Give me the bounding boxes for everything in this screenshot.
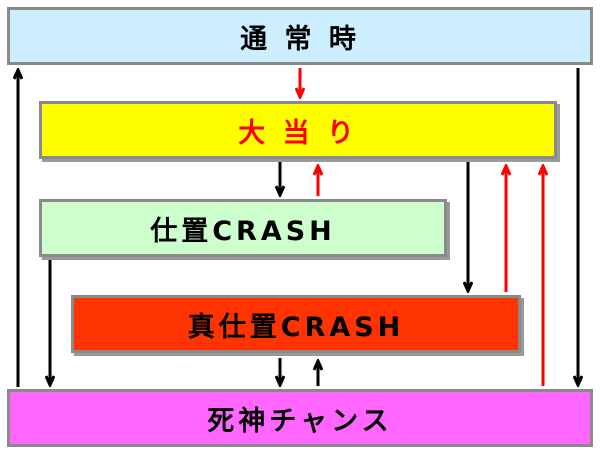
state-death-chance-label: 死神チャンス: [207, 405, 393, 437]
state-jackpot-label: 大 当 り: [238, 117, 358, 149]
state-true-crash-label: 真仕置CRASH: [187, 311, 405, 343]
state-death-chance: 死神チャンス: [7, 389, 593, 447]
state-true-crash: 真仕置CRASH: [71, 295, 521, 353]
state-jackpot: 大 当 り: [39, 101, 557, 159]
state-crash: 仕置CRASH: [39, 199, 447, 257]
state-normal-label: 通 常 時: [240, 23, 360, 55]
state-crash-label: 仕置CRASH: [150, 215, 336, 247]
state-normal: 通 常 時: [7, 7, 593, 65]
